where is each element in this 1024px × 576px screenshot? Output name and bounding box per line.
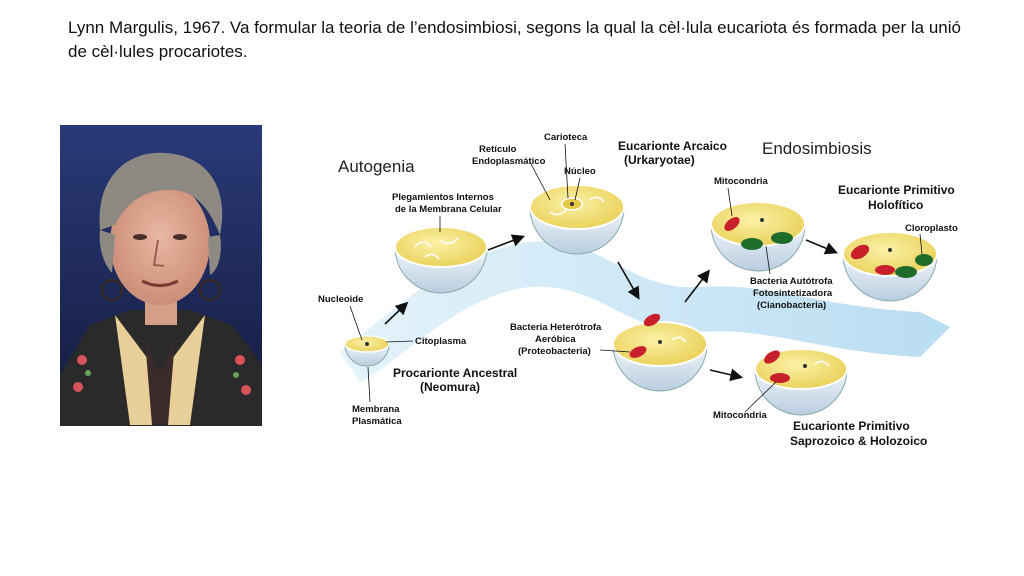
flow-band	[340, 241, 950, 382]
label-carioteca: Carioteca	[544, 132, 588, 143]
label-plegamientos-1: Plegamientos Internos	[392, 192, 494, 203]
label-holofitico-1: Eucarionte Primitivo	[838, 183, 955, 197]
label-heterotrofa-1: Bacteria Heterótrofa	[510, 322, 602, 333]
cell-plegamientos	[394, 226, 488, 294]
cell-saprozoico	[754, 348, 848, 416]
label-cloroplasto: Cloroplasto	[905, 223, 958, 234]
label-heterotrofa-2: Aeróbica	[535, 334, 576, 345]
portrait-photo	[60, 125, 262, 426]
label-mitocondria-bottom: Mitocondria	[713, 410, 768, 421]
label-nucleo: Núcleo	[564, 166, 596, 177]
label-saprozoico-1: Eucarionte Primitivo	[793, 419, 910, 433]
heading-autogenia: Autogenia	[338, 157, 415, 176]
cell-con-proteobacteria	[612, 313, 708, 392]
label-citoplasma: Citoplasma	[415, 336, 467, 347]
cell-holofitico	[842, 231, 938, 302]
label-arcaico-1: Eucarionte Arcaico	[618, 139, 727, 153]
label-reticulo-2: Endoplasmático	[472, 156, 546, 167]
label-autotrofa-1: Bacteria Autótrofa	[750, 276, 833, 287]
label-saprozoico-2: Saprozoico & Holozoico	[790, 434, 927, 448]
cell-procarionte	[344, 335, 390, 367]
label-procarionte-2: (Neomura)	[420, 380, 480, 394]
heading-endosimbiosis: Endosimbiosis	[762, 139, 872, 158]
label-procarionte-1: Procarionte Ancestral	[393, 366, 517, 380]
label-membrana-2: Plasmática	[352, 416, 402, 427]
cell-eucarionte-arcaico	[529, 184, 625, 255]
slide-caption: Lynn Margulis, 1967. Va formular la teor…	[68, 18, 961, 61]
label-arcaico-2: (Urkaryotae)	[624, 153, 695, 167]
label-autotrofa-3: (Cianobacteria)	[757, 300, 826, 311]
label-mitocondria-top: Mitocondria	[714, 176, 769, 187]
label-autotrofa-2: Fotosintetizadora	[753, 288, 833, 299]
label-heterotrofa-3: (Proteobacteria)	[518, 346, 591, 357]
cell-con-cianobacteria	[710, 201, 806, 272]
label-membrana-1: Membrana	[352, 404, 400, 415]
label-reticulo-1: Retículo	[479, 144, 517, 155]
label-nucleoide: Nucleoide	[318, 294, 363, 305]
endosymbiosis-diagram: Autogenia Endosimbiosis Nucleoide Citopl…	[300, 112, 960, 460]
label-plegamientos-2: de la Membrana Celular	[395, 204, 502, 215]
label-holofitico-2: Holofítico	[868, 198, 923, 212]
